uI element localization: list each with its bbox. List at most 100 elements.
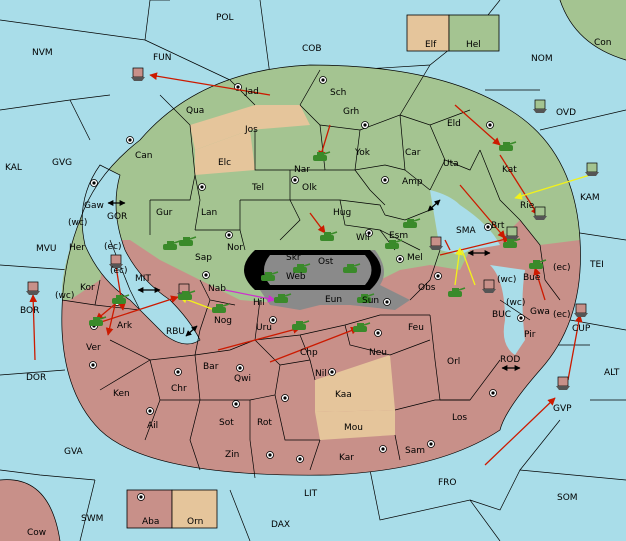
label-Nar: Nar bbox=[294, 165, 310, 175]
order-hug-wil bbox=[309, 212, 326, 234]
province-jos[interactable] bbox=[190, 105, 310, 150]
label-Pir: Pir bbox=[524, 330, 536, 340]
label-Gur: Gur bbox=[156, 208, 173, 218]
label-Chp: Chp bbox=[300, 348, 318, 358]
fleet-ovd bbox=[533, 99, 547, 113]
box-elf[interactable] bbox=[406, 14, 450, 52]
sc-wil bbox=[365, 229, 373, 237]
label-OVD: OVD bbox=[556, 108, 576, 118]
label-SMA: SMA bbox=[456, 226, 476, 236]
army-sap bbox=[163, 240, 181, 250]
province-elc[interactable] bbox=[195, 130, 255, 175]
box-aba[interactable] bbox=[126, 489, 173, 529]
sc-pir bbox=[517, 314, 525, 322]
sc-sch bbox=[319, 76, 327, 84]
label-GVG: GVG bbox=[52, 158, 72, 168]
label-Sap: Sap bbox=[195, 253, 212, 263]
label-Uta: Uta bbox=[443, 159, 459, 169]
label-Hel: Hel bbox=[466, 40, 481, 50]
island-cow[interactable] bbox=[0, 479, 60, 541]
label-BUC: BUC bbox=[492, 310, 511, 320]
label-SOM: SOM bbox=[557, 493, 578, 503]
label-Qwi: Qwi bbox=[234, 374, 251, 384]
label-Qua: Qua bbox=[186, 106, 204, 116]
army-sap2 bbox=[179, 236, 197, 246]
box-orn[interactable] bbox=[171, 489, 218, 529]
inner-channel-buc[interactable] bbox=[490, 265, 525, 355]
label-Mou: Mou bbox=[344, 423, 363, 433]
label-Jad: Jad bbox=[244, 87, 259, 97]
label-Yok: Yok bbox=[354, 148, 371, 158]
label-GVA: GVA bbox=[64, 447, 84, 457]
label-Kaa: Kaa bbox=[335, 390, 352, 400]
label-Wil: Wil bbox=[356, 233, 370, 243]
label-MVU: MVU bbox=[36, 244, 57, 254]
army-ark bbox=[89, 316, 107, 326]
label-Obs: Obs bbox=[418, 283, 436, 293]
label-Ail: Ail bbox=[147, 421, 158, 431]
army-bue bbox=[529, 259, 547, 269]
sc-sun bbox=[383, 298, 391, 306]
label-Nor: Nor bbox=[227, 243, 243, 253]
label-Web: Web bbox=[286, 272, 306, 282]
label-Hil: Hil bbox=[253, 298, 265, 308]
label-kor-wc: (wc) bbox=[55, 291, 74, 301]
province-kaa[interactable] bbox=[315, 355, 395, 412]
label-bue-wc: (wc) bbox=[497, 275, 516, 285]
fleet-bor bbox=[26, 281, 40, 295]
island-con[interactable] bbox=[560, 0, 626, 60]
label-Lan: Lan bbox=[201, 208, 217, 218]
label-Olk: Olk bbox=[302, 183, 318, 193]
label-kor-ec: (ec) bbox=[110, 266, 128, 276]
sc-sot bbox=[232, 400, 240, 408]
order-fro-gvp bbox=[484, 397, 556, 466]
label-GOR: GOR bbox=[107, 212, 127, 222]
label-Eun: Eun bbox=[325, 295, 342, 305]
coast-labels: (wc) (ec) (wc) (ec) (wc) (ec) (wc) (ec) bbox=[55, 218, 571, 320]
box-hel[interactable] bbox=[448, 14, 500, 52]
label-Aba: Aba bbox=[142, 517, 159, 527]
label-Sch: Sch bbox=[330, 88, 346, 98]
order-jad-fun bbox=[149, 72, 271, 96]
units[interactable] bbox=[26, 67, 599, 390]
label-POL: POL bbox=[216, 13, 234, 23]
label-MIT: MIT bbox=[135, 274, 151, 284]
passage-sma bbox=[427, 199, 441, 212]
label-Orn: Orn bbox=[187, 517, 203, 527]
label-Mel: Mel bbox=[407, 253, 423, 263]
province-mou[interactable] bbox=[315, 410, 395, 440]
army-nab bbox=[178, 290, 196, 300]
label-Sam: Sam bbox=[405, 446, 425, 456]
label-LIT: LIT bbox=[304, 489, 318, 499]
label-ROD: ROD bbox=[500, 355, 520, 365]
label-BOR: BOR bbox=[20, 306, 39, 316]
fleet-rie bbox=[533, 206, 547, 220]
sc-uru bbox=[269, 316, 277, 324]
army-hil bbox=[261, 271, 279, 281]
fleet-gvp bbox=[556, 376, 570, 390]
sc-grh bbox=[361, 121, 369, 129]
label-gwa-ec: (ec) bbox=[553, 310, 571, 320]
inner-channel-east[interactable] bbox=[430, 190, 500, 255]
fleet-buc bbox=[482, 279, 496, 293]
label-Nab: Nab bbox=[208, 284, 226, 294]
fleet-fun bbox=[131, 67, 145, 81]
label-Amp: Amp bbox=[402, 177, 423, 187]
support-obs bbox=[454, 247, 463, 286]
inner-channel-west[interactable] bbox=[82, 165, 200, 344]
army-nog bbox=[212, 303, 230, 313]
sc-orl bbox=[489, 389, 497, 397]
fleet-cup bbox=[574, 303, 588, 317]
label-gwa-wc: (wc) bbox=[506, 298, 525, 308]
label-NVM: NVM bbox=[32, 48, 53, 58]
label-COB: COB bbox=[302, 44, 322, 54]
fleet-brt bbox=[505, 226, 519, 240]
label-Esm: Esm bbox=[389, 231, 408, 241]
order-chp-feu bbox=[269, 326, 359, 363]
label-Zin: Zin bbox=[225, 450, 239, 460]
sea-labels: POL NVM FUN COB NOM Con OVD KAL GVG GOR … bbox=[5, 13, 620, 538]
fleet-gor bbox=[109, 254, 123, 268]
sc-aba bbox=[137, 493, 145, 501]
label-TEI: TEI bbox=[589, 260, 604, 270]
